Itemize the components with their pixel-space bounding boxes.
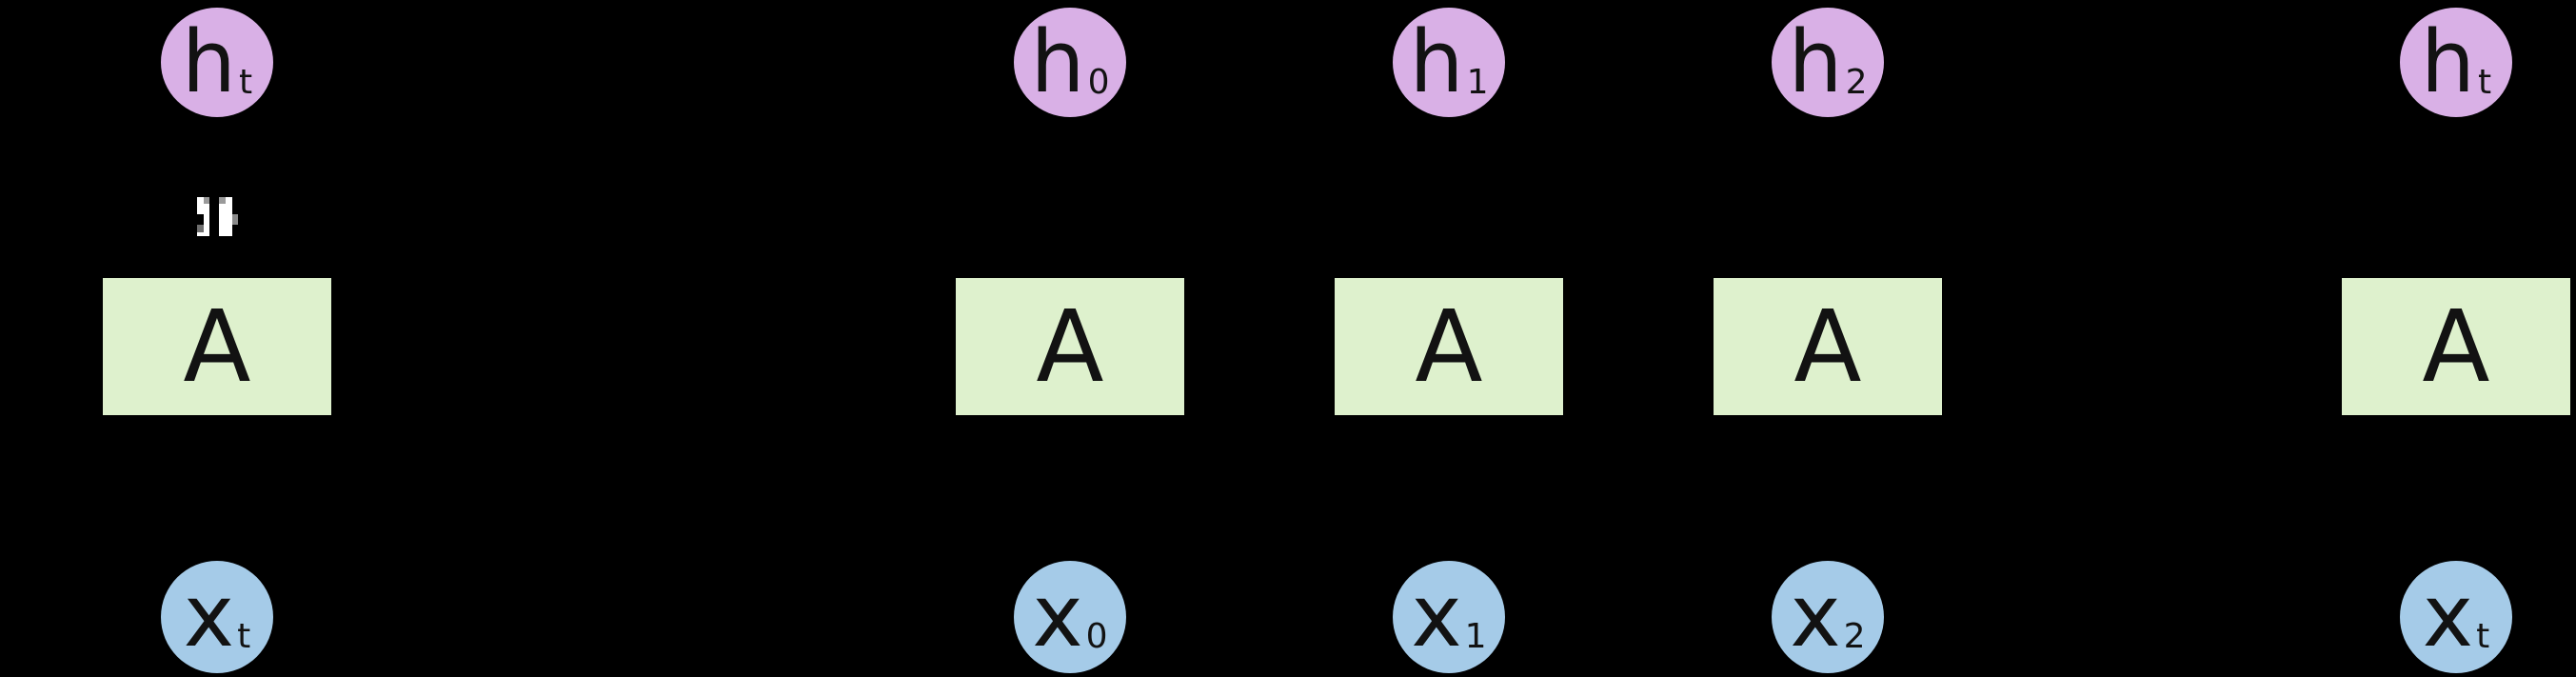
hidden-state-subscript: 2 xyxy=(1845,62,1868,102)
input-subscript: 0 xyxy=(1085,617,1108,656)
input-subscript: t xyxy=(237,617,251,656)
loop-gap-notch xyxy=(197,214,204,225)
loop-gap-antialias-pixel xyxy=(204,197,209,204)
input-label: x xyxy=(1411,567,1462,667)
hidden-state-label: h xyxy=(2420,11,2475,112)
rnn-cell-label: A xyxy=(1415,289,1483,405)
rnn-cell-box: A xyxy=(103,278,331,415)
hidden-state-subscript: t xyxy=(2477,62,2492,102)
rnn-cell-box: A xyxy=(956,278,1184,415)
loop-gap-antialias-pixel xyxy=(197,225,204,232)
loop-gap-antialias-pixel xyxy=(232,214,238,225)
rnn-cell-label: A xyxy=(2422,289,2490,405)
input-subscript: 2 xyxy=(1843,617,1866,656)
input-label: x xyxy=(1032,567,1083,667)
loop-gap-antialias-pixel xyxy=(219,197,226,204)
loop-gap-bar xyxy=(219,197,232,236)
input-subscript: 1 xyxy=(1464,617,1487,656)
input-label: x xyxy=(183,567,235,667)
rnn-cell-label: A xyxy=(1793,289,1862,405)
hidden-state-label: h xyxy=(181,11,236,112)
input-subscript: t xyxy=(2476,617,2490,656)
rnn-cell-box: A xyxy=(2342,278,2570,415)
hidden-state-subscript: 1 xyxy=(1466,62,1489,102)
rnn-cell-label: A xyxy=(183,289,251,405)
input-label: x xyxy=(2422,567,2474,667)
hidden-state-label: h xyxy=(1788,11,1843,112)
loop-crossing-gap xyxy=(197,197,238,236)
input-label: x xyxy=(1790,567,1841,667)
rnn-cell-box: A xyxy=(1714,278,1942,415)
rnn-cell-box: A xyxy=(1335,278,1563,415)
hidden-state-subscript: t xyxy=(238,62,253,102)
rnn-cell-label: A xyxy=(1036,289,1104,405)
hidden-state-label: h xyxy=(1409,11,1464,112)
hidden-state-subscript: 0 xyxy=(1087,62,1110,102)
hidden-state-label: h xyxy=(1030,11,1085,112)
